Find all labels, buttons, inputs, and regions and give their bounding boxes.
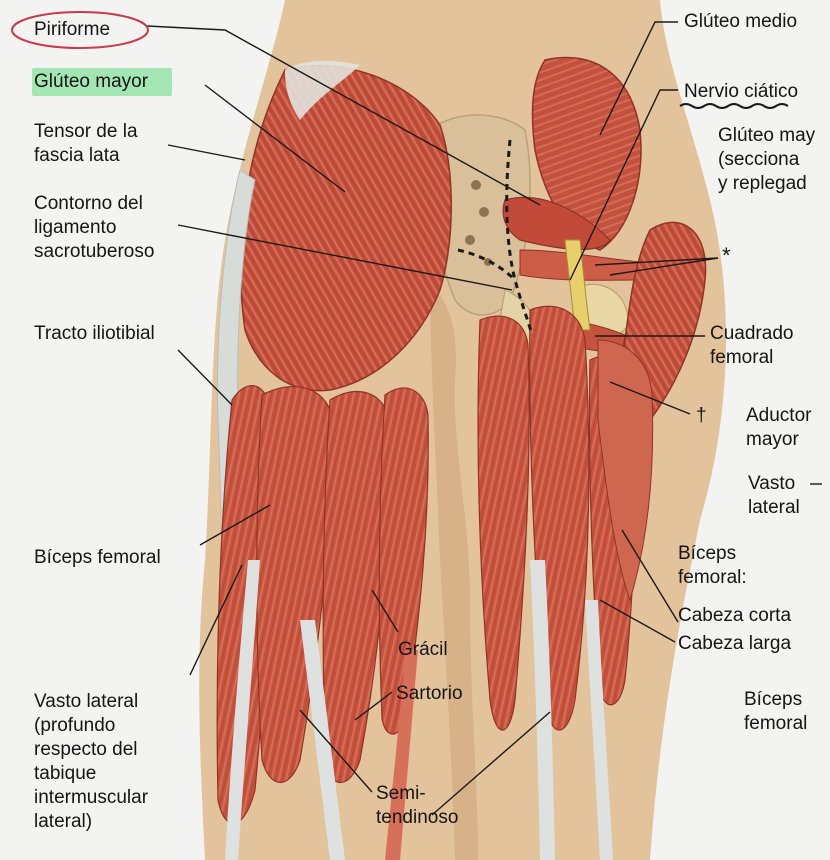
label-tracto-iliotibial: Tracto iliotibial bbox=[34, 322, 155, 346]
label-biceps-femoral-far: Bíceps femoral bbox=[744, 688, 830, 736]
label-gluteo-mayor: Glúteo mayor bbox=[34, 70, 148, 94]
label-biceps-femoral-left: Bíceps femoral bbox=[34, 546, 161, 570]
label-contorno-ligamento: Contorno del ligamento sacrotuberoso bbox=[34, 192, 234, 264]
label-cabeza-corta: Cabeza corta bbox=[678, 604, 791, 628]
label-semitendinoso: Semi- tendinoso bbox=[376, 782, 496, 830]
label-sartorio: Sartorio bbox=[396, 682, 463, 706]
label-gracil: Grácil bbox=[398, 638, 448, 662]
label-vasto-lateral-left: Vasto lateral (profundo respecto del tab… bbox=[34, 690, 234, 834]
label-cuadrado-femoral: Cuadrado femoral bbox=[710, 322, 820, 370]
label-gluteo-medio: Glúteo medio bbox=[684, 10, 797, 34]
label-aductor-mayor: Aductor mayor bbox=[746, 404, 830, 452]
label-gluteo-mayor-seccionado: Glúteo may (secciona y replegad bbox=[718, 124, 830, 196]
label-tensor-fascia-lata: Tensor de la fascia lata bbox=[34, 120, 214, 168]
label-asterisk: * bbox=[722, 244, 731, 268]
label-dagger: † bbox=[696, 404, 707, 428]
label-cabeza-larga: Cabeza larga bbox=[678, 632, 791, 656]
nervio-squiggle bbox=[680, 104, 788, 108]
label-biceps-femoral-right: Bíceps femoral: bbox=[678, 542, 788, 590]
label-piriforme: Piriforme bbox=[34, 18, 110, 42]
label-nervio-ciatico: Nervio ciático bbox=[684, 80, 798, 104]
label-vasto-lateral-right: Vasto lateral bbox=[748, 472, 818, 520]
